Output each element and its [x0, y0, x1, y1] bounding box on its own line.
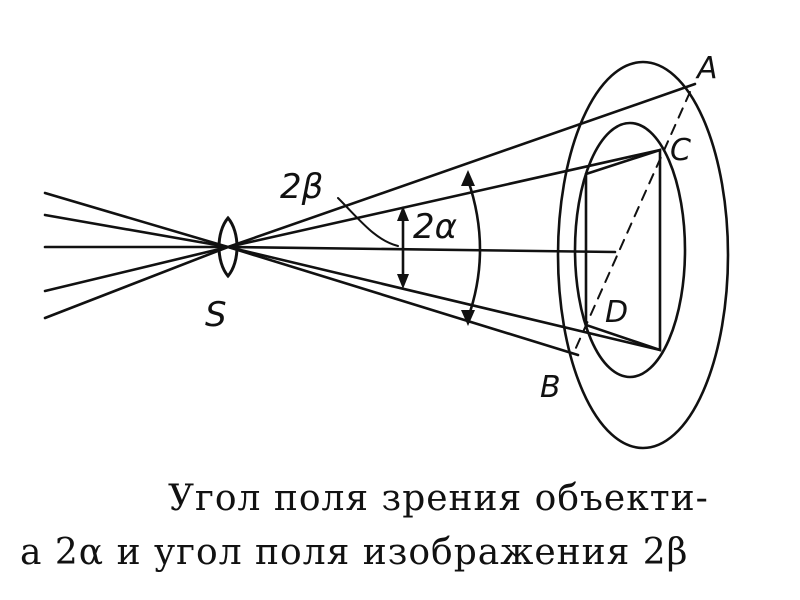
ray-left-2 — [43, 213, 230, 249]
caption-line-1: Угол поля зрения объекти- — [168, 478, 709, 519]
inner-field-ellipse — [573, 121, 687, 379]
label-S: S — [205, 295, 227, 335]
ray-axis-right — [226, 245, 617, 254]
leader-2beta — [337, 197, 399, 247]
label-C: C — [670, 133, 691, 168]
arrowhead-2beta-top — [461, 170, 475, 186]
arrowhead-2alpha-top — [397, 206, 409, 221]
arc-2beta — [466, 178, 482, 320]
label-D: D — [605, 295, 628, 330]
ray-left-4 — [43, 245, 230, 320]
arrowhead-2alpha-bottom — [397, 274, 409, 289]
lens-shape — [217, 215, 239, 279]
arrowhead-2beta-bottom — [461, 310, 475, 326]
ray-left-3 — [43, 245, 230, 293]
image-frame — [584, 148, 662, 352]
caption-line-2: а 2α и угол поля изображения 2β — [20, 532, 689, 573]
label-A: A — [695, 51, 718, 86]
diagonal-AB — [574, 91, 691, 351]
ray-left-1 — [43, 191, 230, 249]
outer-field-ellipse — [556, 60, 730, 450]
ray-to-B — [226, 245, 580, 357]
label-2alpha: 2α — [413, 207, 457, 247]
ray-to-A — [226, 82, 697, 249]
ray-to-D — [226, 245, 662, 352]
label-B: B — [540, 370, 561, 405]
label-2beta: 2β — [280, 167, 323, 207]
